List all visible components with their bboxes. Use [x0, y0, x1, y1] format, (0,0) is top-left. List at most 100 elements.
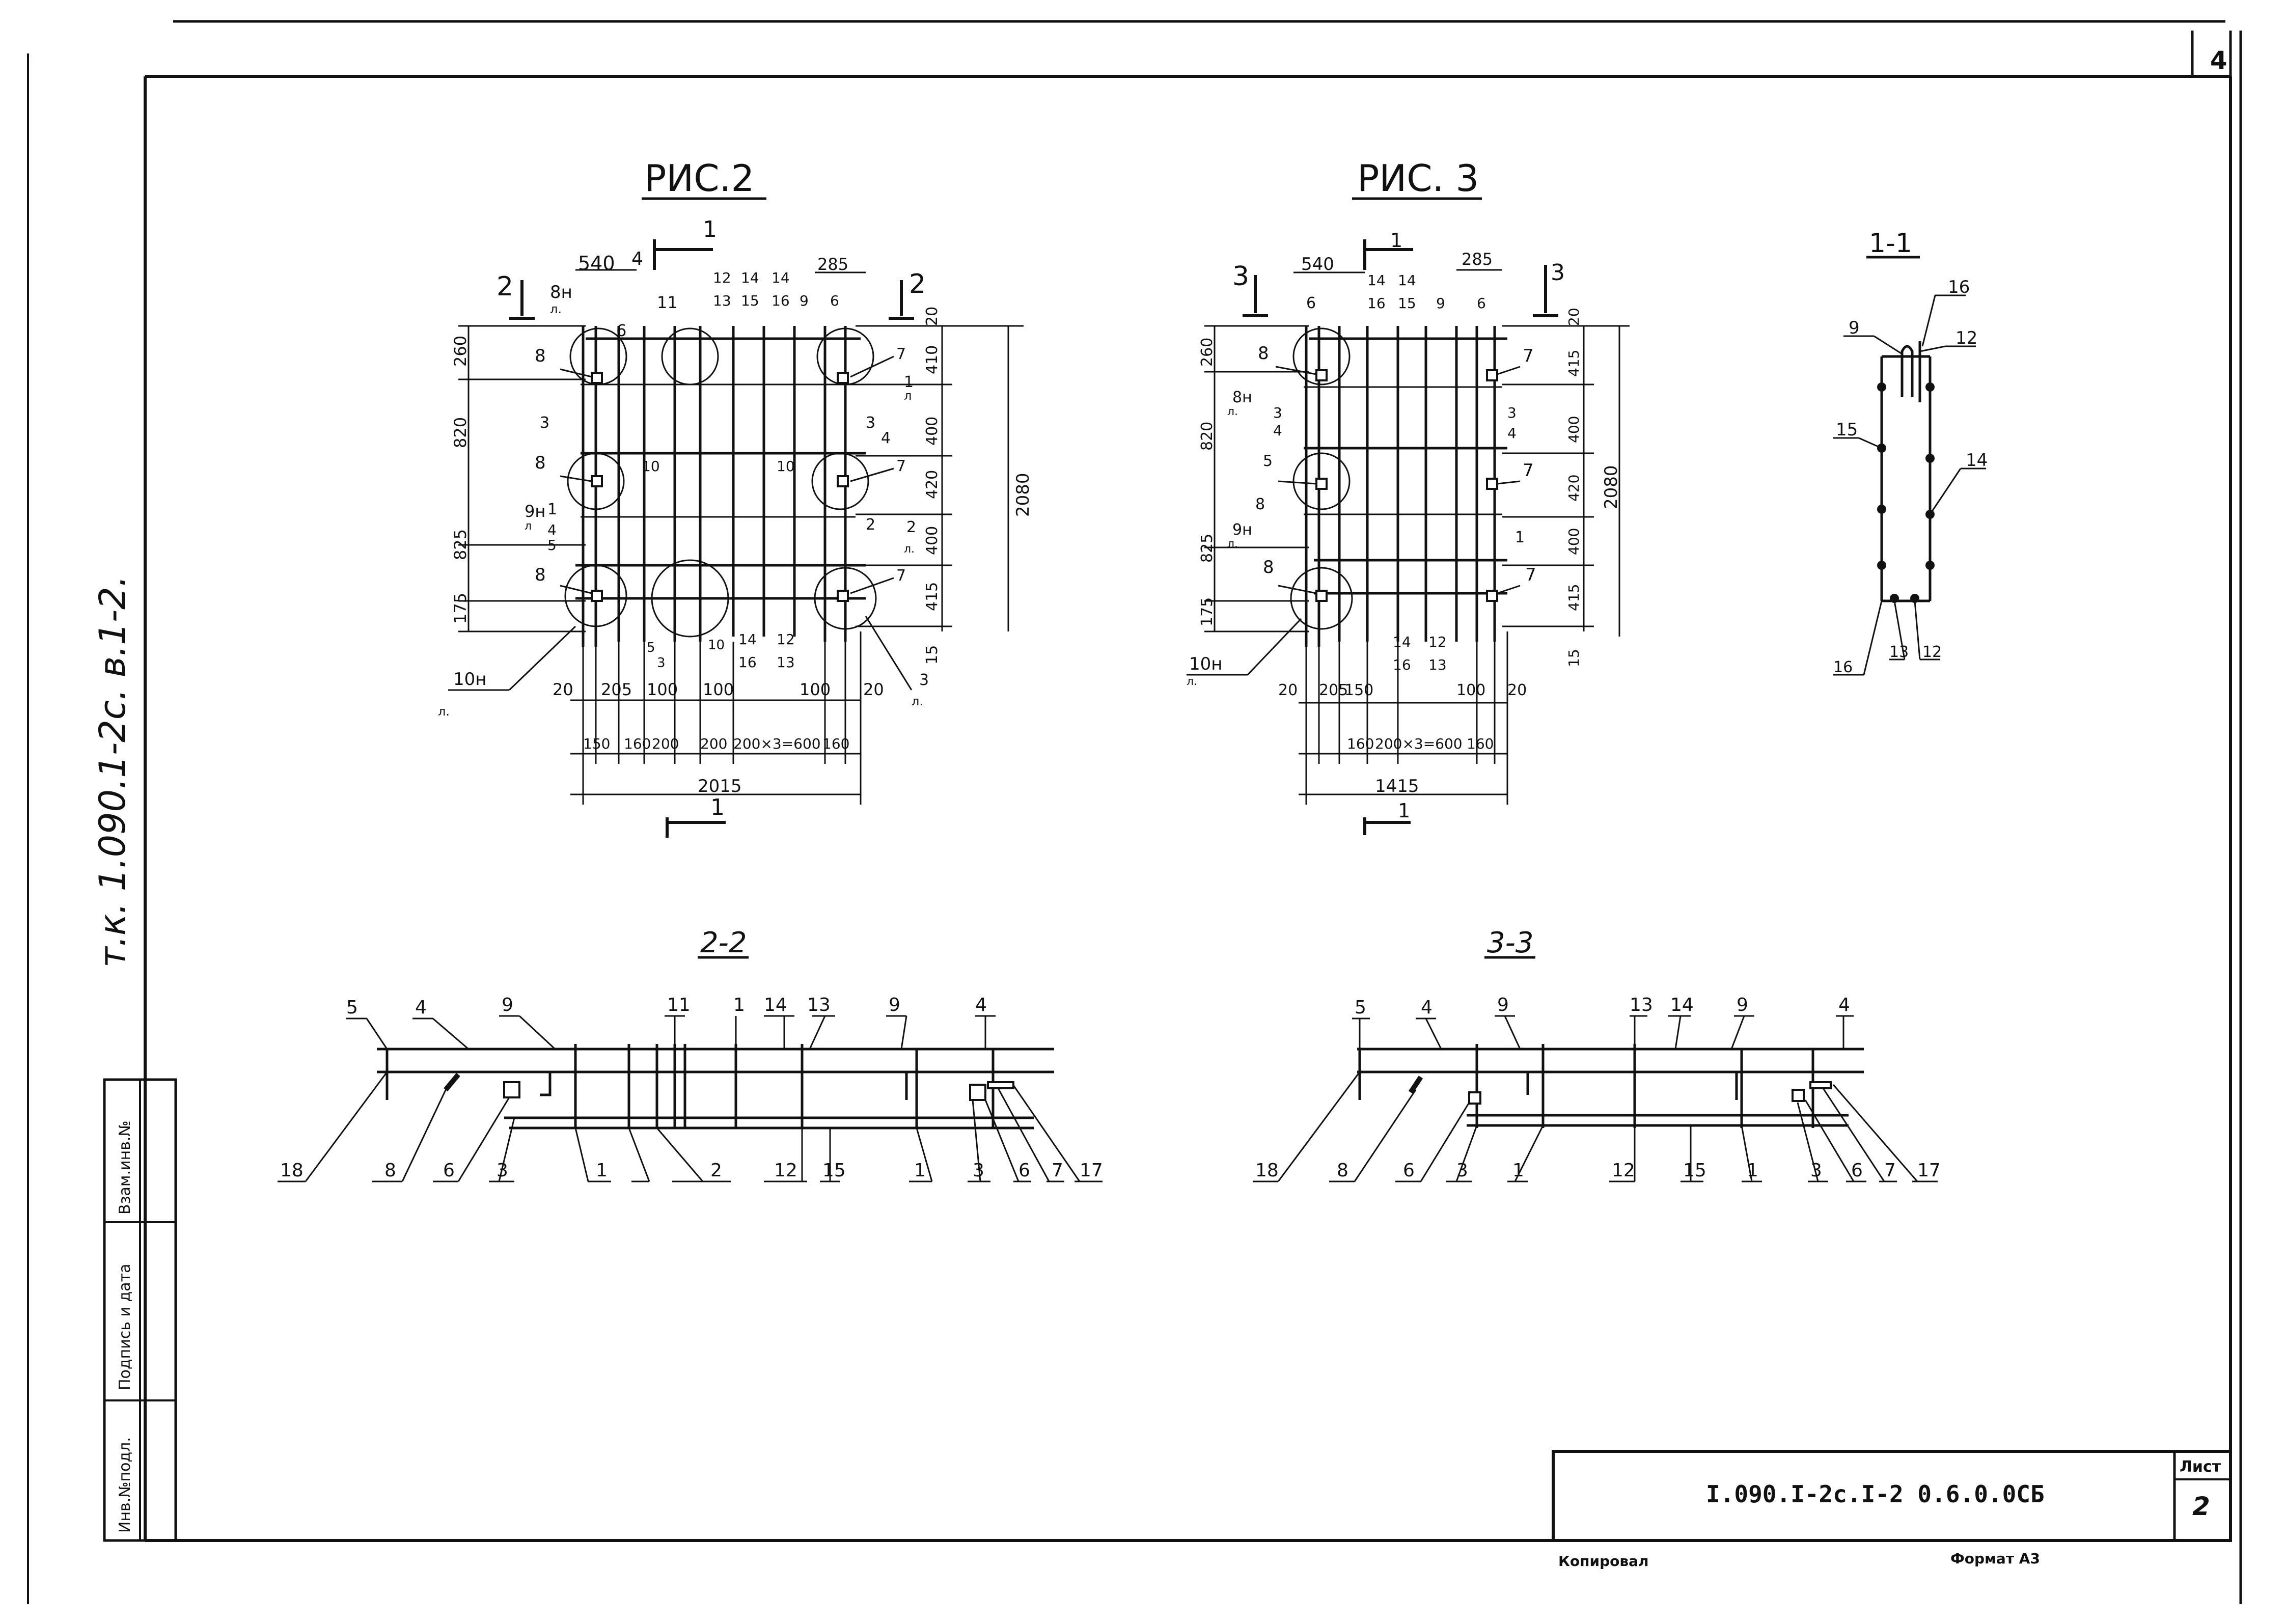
fig3-mark: 7	[1523, 460, 1534, 481]
fig3-mark: 9н	[1232, 521, 1252, 539]
sec33-top-mark: 4	[1838, 995, 1850, 1015]
fig3-dim-bottom1-3: 100	[1456, 681, 1485, 699]
fig2-dim-left-1: 820	[451, 417, 470, 448]
fig2-mark: 10	[642, 458, 660, 475]
fig2-mark: 3	[540, 414, 549, 432]
sec22-bottom-mark: 7	[1052, 1160, 1063, 1181]
fig2-mark: 2	[906, 518, 916, 536]
fig2-section-mark-bottom: 1	[710, 794, 725, 820]
fig3-dim-right-1: 415	[1565, 350, 1582, 377]
fig2-mark: 2	[866, 516, 875, 534]
fig2-dim-bottom2-1: 160	[624, 735, 651, 752]
fig2-dim-right-6: 15	[923, 645, 941, 665]
sec33-top-mark: 9	[1497, 995, 1509, 1015]
fig2-mark: 8	[535, 346, 546, 366]
sec22-top-mark: 1	[733, 995, 745, 1015]
fig3-dim-bottom2-1: 200×3=600	[1375, 735, 1463, 752]
sec33-top-mark: 9	[1737, 995, 1748, 1015]
fig2-mark: 1	[547, 501, 557, 518]
fig2-mark: 4	[881, 429, 891, 447]
sheet-frame: 4	[27, 20, 2242, 1604]
fig3-mark: 7	[1525, 565, 1536, 585]
fig3-dim-left-2: 825	[1198, 534, 1216, 563]
sec22-bottom-mark: 3	[497, 1160, 508, 1181]
sheet-label: Лист	[2180, 1458, 2221, 1476]
fig3-mark: 14	[1367, 272, 1386, 289]
fig3-dim-bottom2-0: 160	[1347, 735, 1374, 752]
fig2-mark: 8н	[550, 282, 572, 302]
fig3-section-mark-top: 1	[1390, 229, 1402, 252]
fig2-mark: 1	[904, 373, 914, 391]
stamp-label-replace: Взам.инв.№	[116, 1120, 134, 1215]
fig2-mark: 10	[777, 458, 795, 475]
fig3-mark: 6	[1306, 294, 1316, 312]
figure-3: РИС. 3	[1187, 157, 1630, 835]
fig2-plates	[591, 372, 849, 602]
fig2-dim-bottom2-3: 200	[700, 735, 727, 752]
fig3-mark: 10н	[1189, 654, 1223, 674]
fig2-mark: л	[904, 389, 912, 403]
sec11-bars	[1877, 382, 1935, 603]
section-1-1: 1-1	[1833, 228, 1988, 676]
sec22-top-mark: 4	[975, 995, 987, 1015]
fig2-mark: 14	[741, 269, 759, 286]
fig3-mark: 15	[1398, 295, 1416, 312]
corner-page-number: 4	[2210, 46, 2227, 75]
copied-label: Копировал	[1558, 1553, 1649, 1570]
fig2-dim-bottom2-5: 160	[822, 735, 849, 752]
side-doc-label: т.к. 1.090.1-2с. в.1-2.	[92, 575, 133, 968]
sec22-top-mark: 13	[807, 995, 831, 1015]
fig2-side-mark-left: 2	[497, 271, 513, 302]
fig2-dim-right-2: 400	[923, 417, 941, 446]
fig3-dim-bottom2-2: 160	[1467, 735, 1494, 752]
fig3-plates	[1315, 369, 1498, 602]
sec22-bottom-mark: 1	[914, 1160, 926, 1181]
fig2-dim-bottom1-5: 20	[863, 680, 884, 699]
fig3-mark: 4	[1273, 422, 1282, 439]
fig3-mark: 7	[1523, 346, 1534, 366]
fig2-mark: 12	[777, 631, 795, 648]
fig3-mark: 3	[1507, 404, 1517, 421]
fig2-mark: 5	[647, 640, 655, 655]
fig3-dim-left-3: 175	[1198, 597, 1216, 626]
sec22-top-mark: 5	[346, 997, 358, 1018]
fig2-dimension-lines	[458, 269, 1024, 805]
fig2-mark: 4	[631, 249, 643, 269]
fig2-overall-width: 2015	[698, 776, 742, 796]
fig3-mark: л.	[1227, 538, 1238, 550]
sec22-top-mark: 11	[667, 995, 691, 1015]
fig2-dim-bottom2-2: 200	[652, 735, 679, 752]
sec22-bottom-mark: 12	[774, 1160, 797, 1181]
sec33-bottom-mark: 12	[1612, 1160, 1635, 1181]
fig2-section-arrows	[509, 239, 914, 838]
sec22-title: 2-2	[700, 926, 747, 959]
figure-2: РИС.2	[438, 157, 1033, 838]
fig2-dim-bottom1-1: 205	[601, 680, 632, 699]
sec22-leaders	[278, 1015, 1103, 1182]
sec33-top-mark: 13	[1630, 995, 1653, 1015]
fig2-dim-right-5: 415	[923, 582, 941, 611]
sec22-bottom-mark: 3	[973, 1160, 984, 1181]
fig2-dim-right-1: 410	[923, 345, 941, 374]
fig2-mark: 15	[741, 292, 759, 309]
fig3-dim-top-1: 285	[1462, 250, 1493, 269]
sec33-bottom-mark: 3	[1810, 1160, 1822, 1181]
fig3-dim-left-0: 260	[1198, 338, 1216, 367]
sec22-bottom-mark: 6	[443, 1160, 455, 1181]
sec33-bottom-mark: 1	[1512, 1160, 1524, 1181]
stamp-label-signature: Подпись и дата	[116, 1264, 134, 1391]
sec11-cage	[1880, 341, 1932, 602]
fig2-grid	[575, 326, 866, 647]
fig2-mark: 10н	[453, 669, 487, 690]
sec22-bottom-mark: 18	[280, 1160, 304, 1181]
sec11-mark: 16	[1833, 658, 1853, 676]
fig2-mark: 7	[896, 345, 906, 363]
fig2-callout-circles	[564, 327, 877, 638]
fig3-leaders	[1187, 366, 1521, 676]
sec33-bottom-mark: 1	[1747, 1160, 1758, 1181]
fig2-mark: 14	[772, 269, 790, 286]
fig2-dim-bottom1-0: 20	[553, 680, 573, 699]
fig3-dim-right-4: 400	[1565, 528, 1582, 555]
fig2-mark: 7	[896, 567, 906, 585]
